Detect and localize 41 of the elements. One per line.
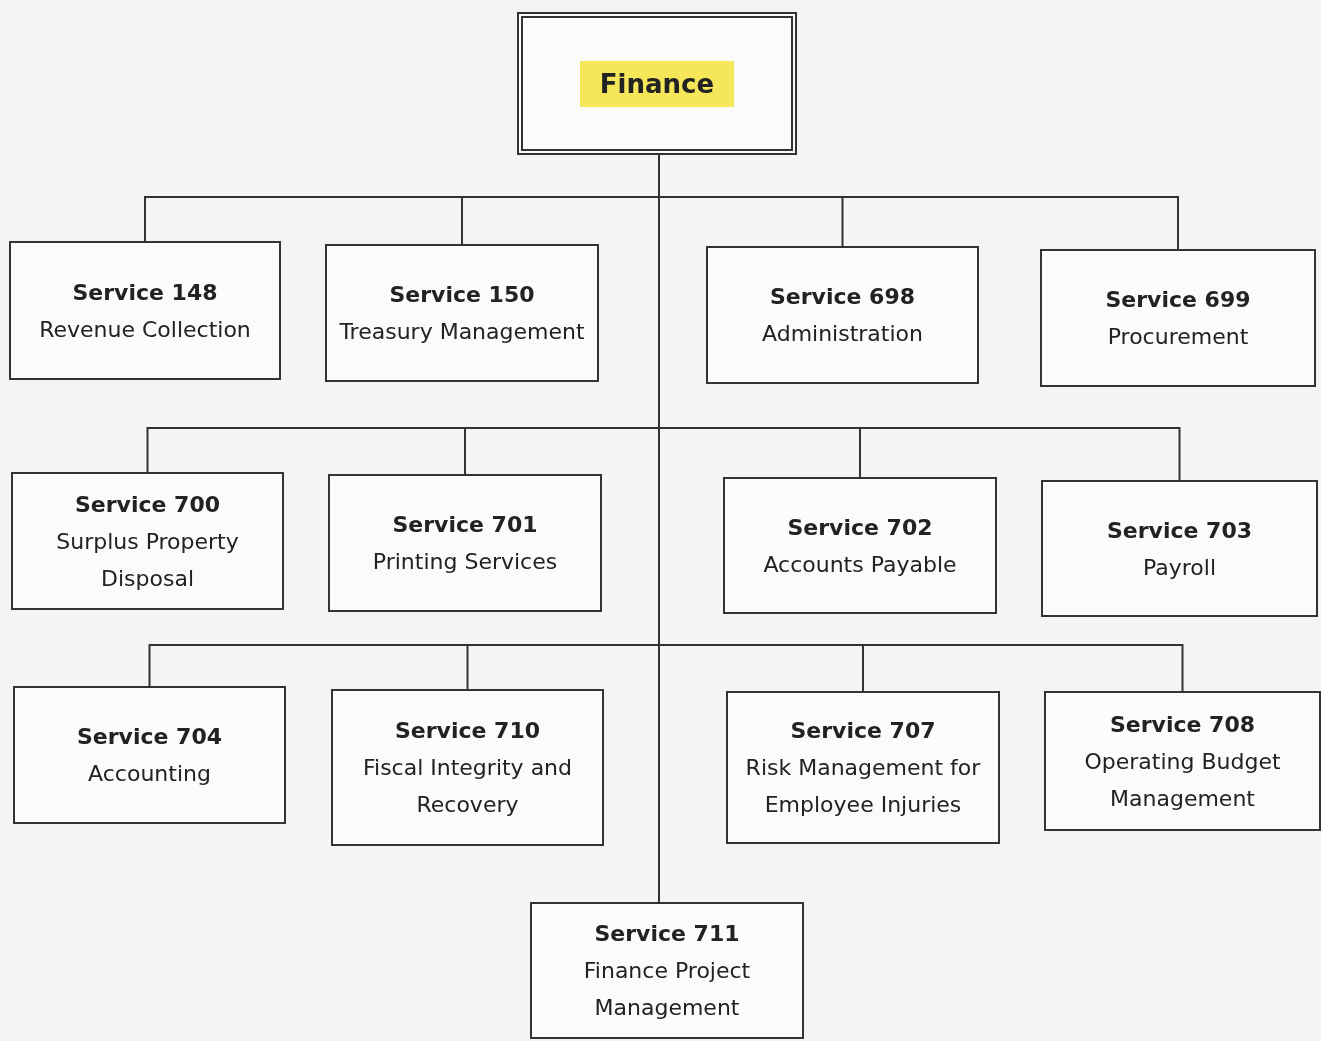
service-name: Operating Budget Management (1083, 747, 1282, 813)
service-name: Revenue Collection (39, 315, 251, 344)
service-name: Treasury Management (339, 318, 585, 346)
service-name: Risk Management for Employee Injuries (744, 754, 982, 819)
service-number: Service 702 (787, 513, 933, 542)
service-number: Service 701 (392, 511, 538, 539)
service-number: Service 703 (1106, 516, 1252, 545)
service-box (530, 902, 804, 1039)
service-number: Service 708 (1109, 710, 1255, 739)
service-box (1041, 480, 1318, 617)
service-number: Service 704 (76, 723, 222, 751)
service-name: Fiscal Integrity and Recovery (361, 754, 574, 819)
service-number: Service 700 (74, 490, 220, 519)
service-number: Service 148 (72, 278, 218, 307)
service-name: Surplus Property Disposal (55, 527, 240, 593)
service-name: Payroll (1143, 553, 1216, 582)
service-box (726, 691, 1000, 844)
highlighted-title: Finance (579, 60, 735, 107)
service-box (331, 689, 604, 846)
service-name: Accounts Payable (763, 550, 957, 579)
service-box (706, 246, 979, 384)
service-name: Administration (762, 320, 923, 348)
service-box (13, 686, 286, 824)
service-box (9, 241, 281, 380)
service-box (325, 244, 599, 382)
service-number: Service 707 (790, 717, 936, 745)
service-name: Accounting (88, 760, 211, 788)
service-name: Procurement (1107, 323, 1249, 351)
service-number: Service 711 (594, 920, 740, 948)
service-box (1044, 691, 1321, 831)
service-box (723, 477, 997, 614)
service-box (328, 474, 602, 612)
service-box (11, 472, 284, 610)
service-number: Service 710 (394, 717, 540, 745)
service-number: Service 150 (389, 281, 535, 309)
service-name: Printing Services (372, 548, 558, 576)
service-number: Service 699 (1105, 286, 1251, 314)
service-box (1040, 249, 1316, 387)
root-box (517, 12, 797, 155)
service-number: Service 698 (769, 283, 915, 311)
service-name: Finance Project Management (582, 957, 752, 1022)
